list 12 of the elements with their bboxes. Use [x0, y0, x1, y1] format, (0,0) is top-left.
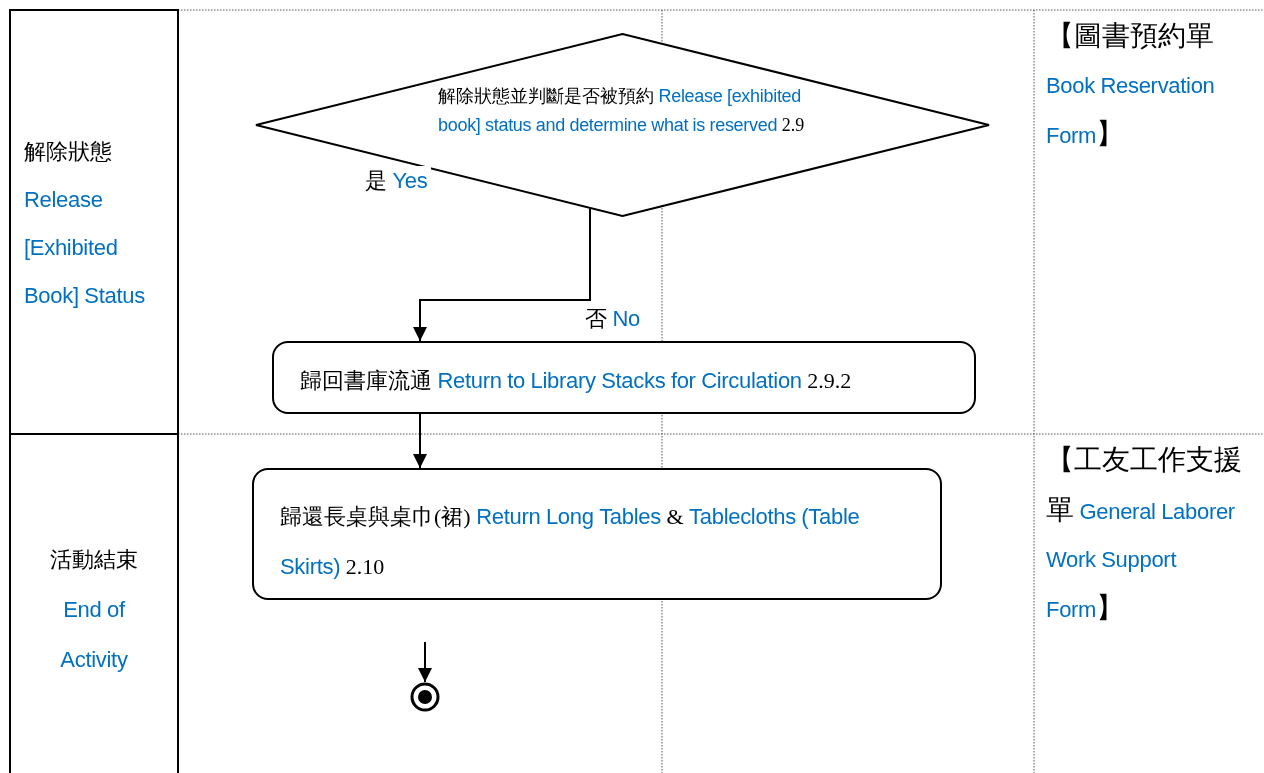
- end-node: [410, 682, 440, 712]
- arrow: [413, 413, 427, 469]
- form-label: 【圖書預約單 Book Reservation Form】: [1046, 19, 1216, 151]
- arrow: [413, 207, 591, 342]
- form-label: 【工友工作支援單 General Laborer Work Support Form】: [1046, 443, 1243, 625]
- lane-label: 解除狀態 Release [Exhibited Book] Status: [24, 138, 146, 310]
- arrow: [418, 641, 432, 683]
- process-box: 歸回書庫流通 Return to Library Stacks for Circulation 2.9.2: [272, 341, 976, 414]
- decision-diamond: [255, 33, 990, 217]
- decision-text: 解除狀態並判斷是否被預約 Release [exhibited book] status and determine what is reserved 2.9: [438, 85, 806, 137]
- lane-label: 活動結束 End of Activity: [49, 546, 139, 674]
- process-box: 歸還長桌與桌巾(裙) Return Long Tables & Tablecloths (Table Skirts) 2.10: [252, 468, 942, 600]
